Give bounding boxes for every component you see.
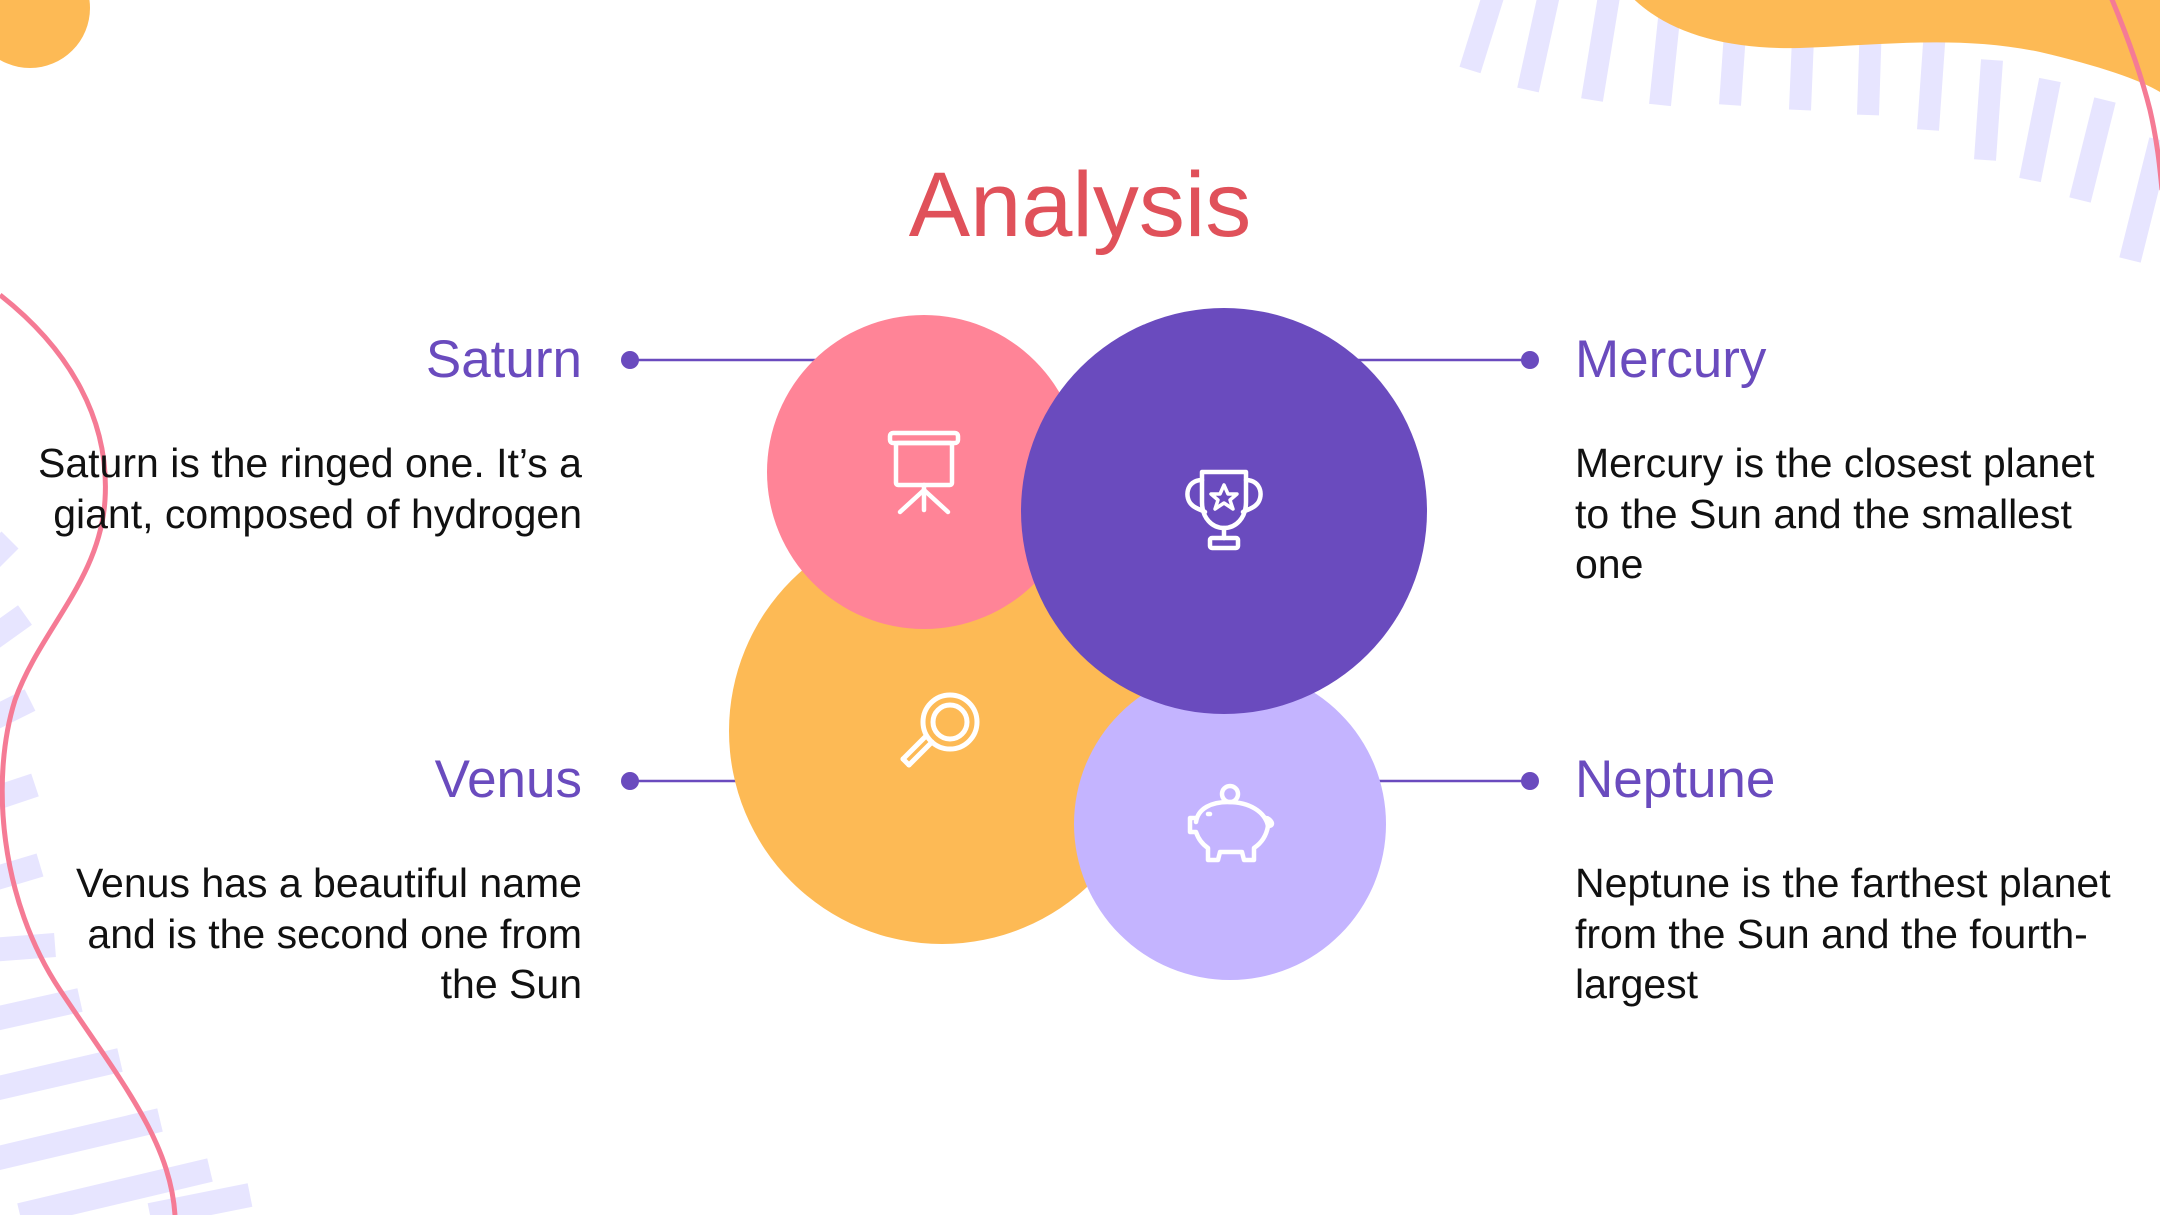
circle-neptune (1074, 668, 1386, 980)
connector-dot-saturn (621, 351, 639, 369)
heading-neptune: Neptune (1575, 750, 1776, 809)
heading-venus: Venus (434, 750, 582, 809)
presentation-board-icon (887, 430, 961, 515)
trophy-icon (1185, 469, 1263, 551)
corner-blob-top-left (0, 0, 90, 68)
text-venus: Venus has a beautiful name and is the se… (75, 860, 582, 1007)
text-neptune: Neptune is the farthest planet from the … (1575, 860, 2111, 1007)
connector-dot-mercury (1521, 351, 1539, 369)
corner-wave-top-right (1634, 0, 2160, 92)
piggy-bank-icon (1187, 783, 1275, 863)
connector-dot-neptune (1521, 772, 1539, 790)
circle-venus (729, 518, 1155, 944)
magnifier-icon (900, 692, 980, 768)
text-mercury: Mercury is the closest planet to the Sun… (1575, 440, 2095, 587)
circle-mercury (1021, 308, 1427, 714)
stripes-top-right (1459, 0, 2160, 263)
connector-dot-venus (621, 772, 639, 790)
heading-saturn: Saturn (425, 330, 582, 389)
circle-saturn (767, 315, 1081, 629)
heading-mercury: Mercury (1575, 330, 1767, 389)
text-saturn: Saturn is the ringed one. It’s a giant, … (38, 440, 582, 537)
pink-curve-left (0, 293, 178, 1215)
slide-title: Analysis (908, 154, 1252, 256)
